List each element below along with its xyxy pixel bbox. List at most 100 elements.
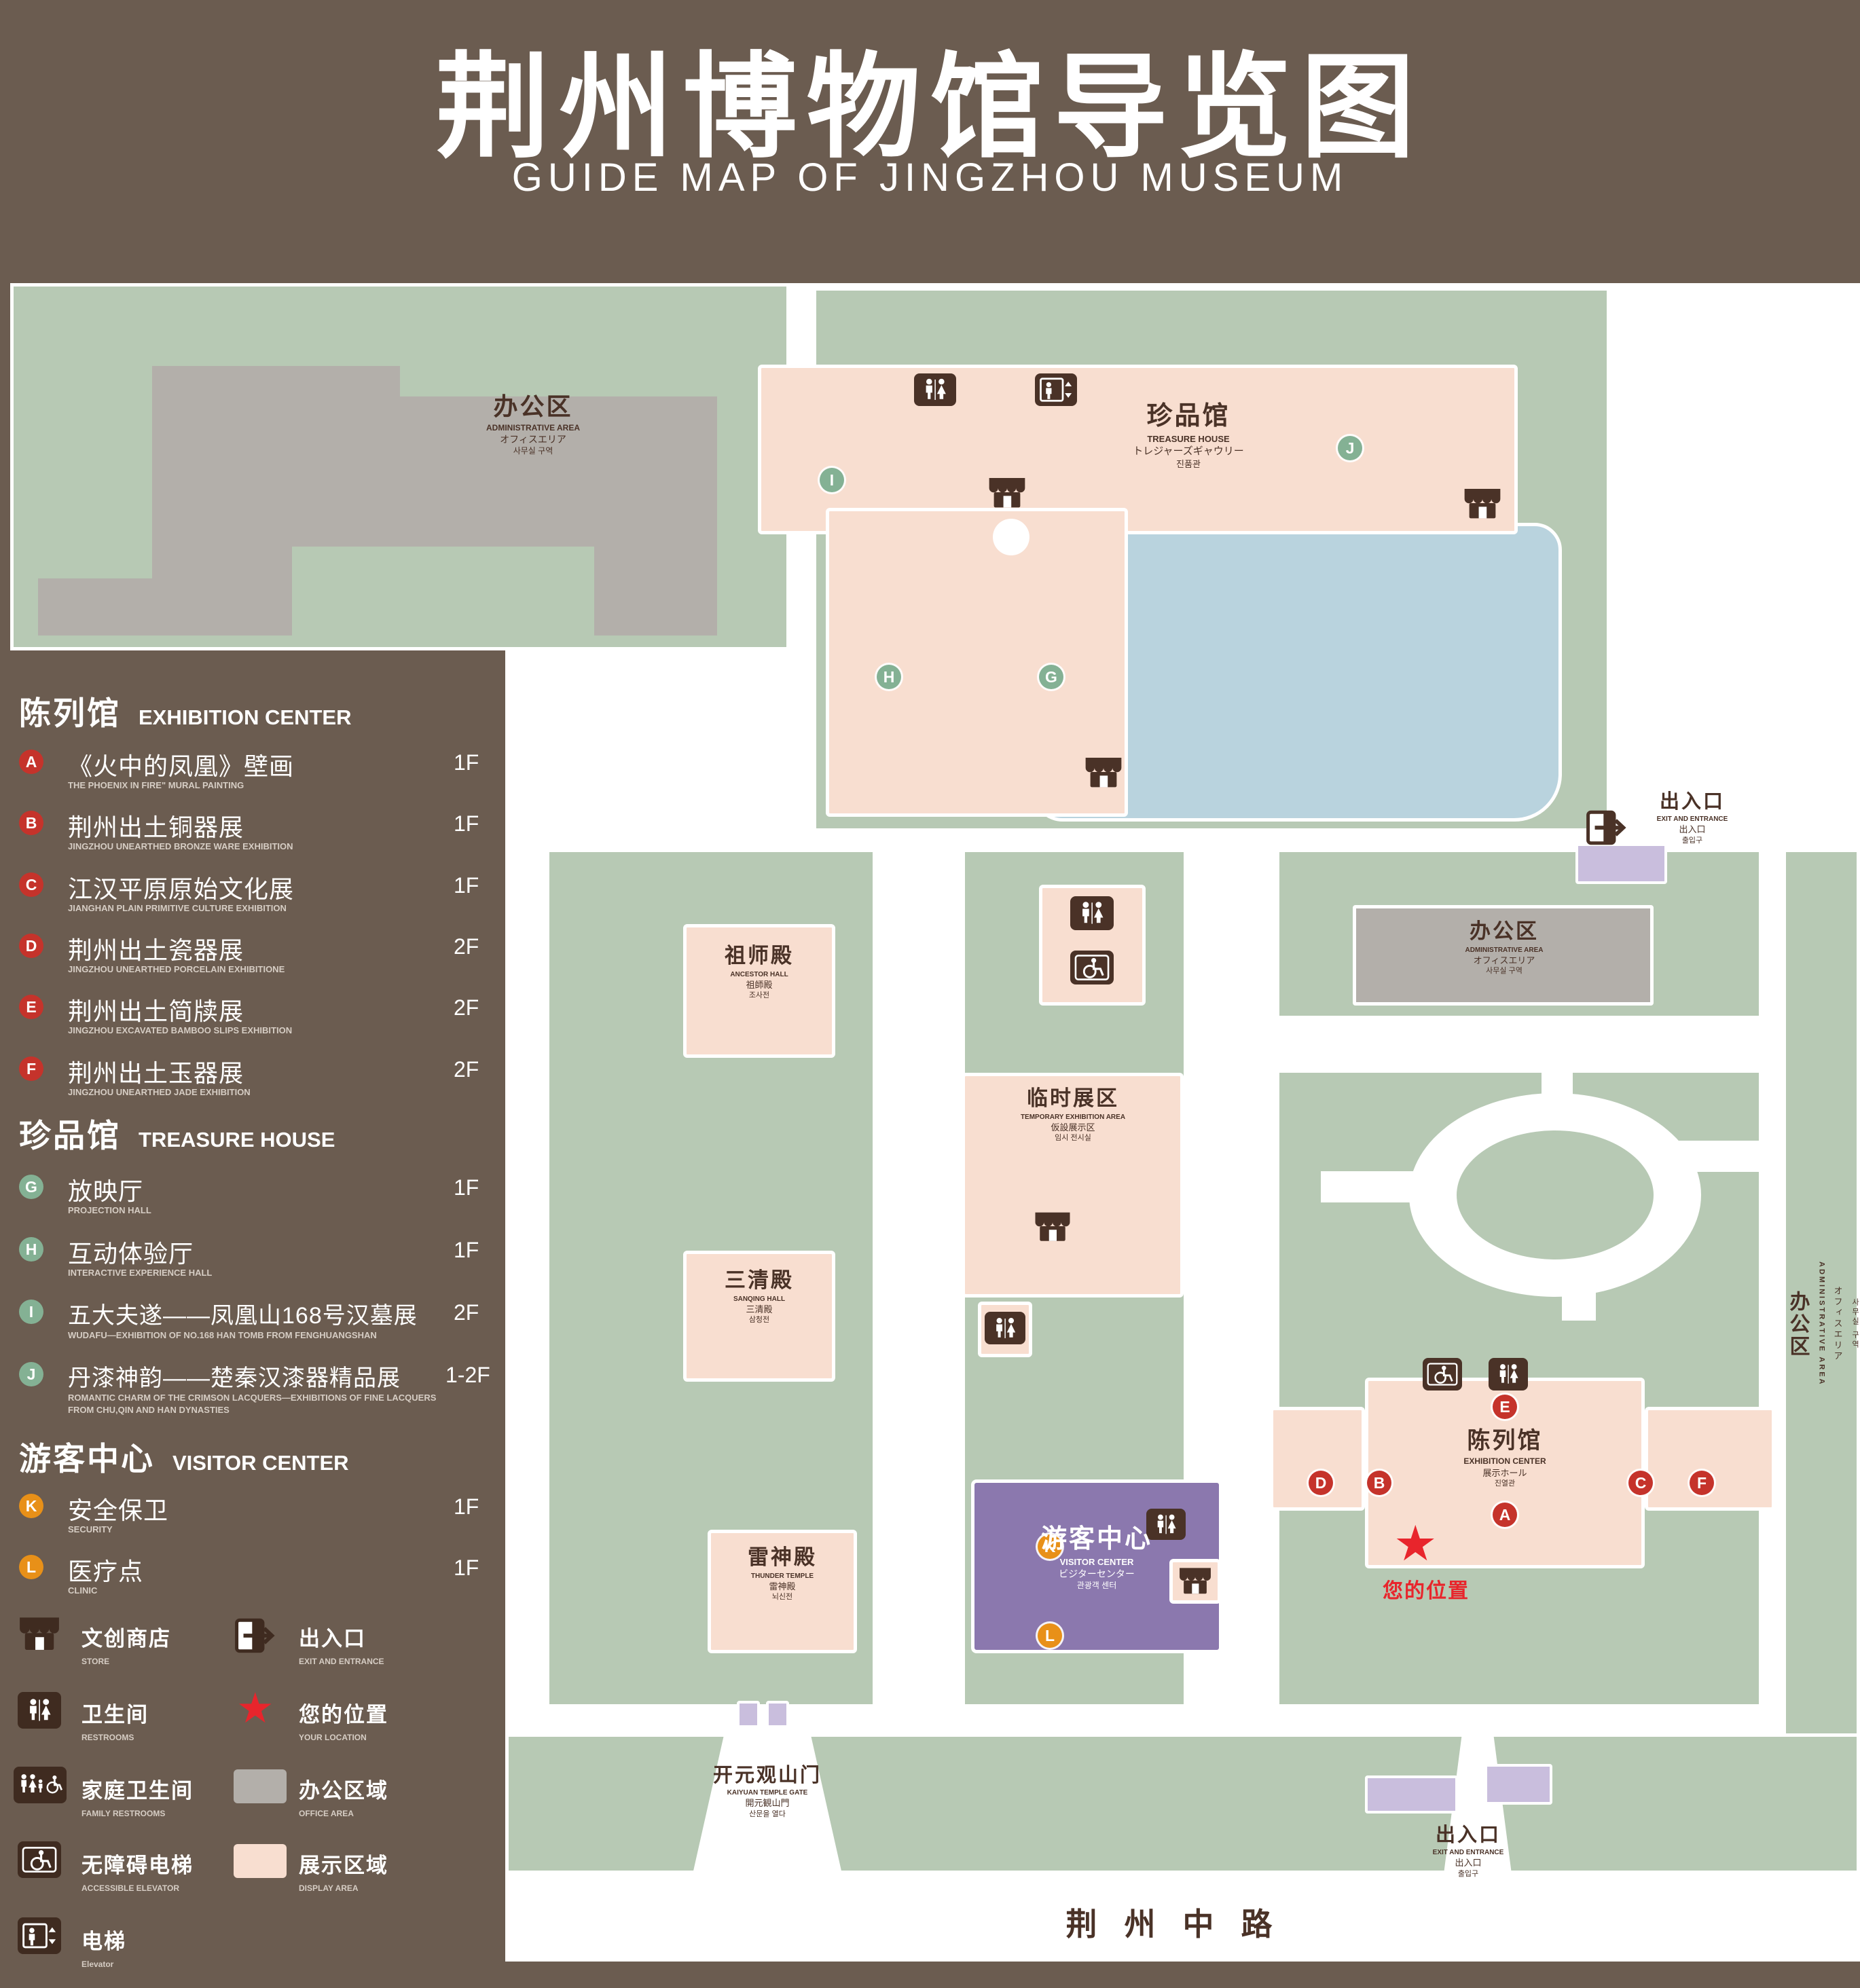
office-area-swatch <box>234 1769 287 1803</box>
accessible-elevator-icon <box>1423 1358 1462 1391</box>
store-icon <box>986 475 1028 515</box>
store-icon <box>1169 1559 1221 1604</box>
building-sanqing-hall <box>683 1251 835 1382</box>
marker-L: L <box>1038 1623 1062 1648</box>
plaza-circle <box>993 519 1029 555</box>
badge-A: A <box>19 750 43 774</box>
park-path-north <box>1542 1073 1573 1113</box>
marker-E: E <box>1493 1395 1517 1419</box>
marker-B: B <box>1367 1471 1391 1495</box>
marker-J: J <box>1338 436 1362 460</box>
park-path-west <box>1321 1171 1423 1202</box>
park-path-south <box>1562 1270 1596 1321</box>
south-exit-block-right <box>1484 1764 1552 1805</box>
restroom-icon <box>1070 896 1114 930</box>
restroom-icon <box>18 1692 61 1729</box>
badge-E: E <box>19 995 43 1019</box>
restroom-icon <box>914 373 956 406</box>
store-icon <box>1082 755 1125 794</box>
badge-B: B <box>19 811 43 835</box>
marker-K: K <box>1038 1534 1062 1559</box>
gate-block-left <box>737 1701 760 1728</box>
building-exhibition-east-wing <box>1645 1407 1775 1511</box>
badge-I: I <box>19 1300 43 1324</box>
building-treasure-house-tower <box>826 508 1128 817</box>
badge-C: C <box>19 872 43 897</box>
accessible-restroom-icon <box>1070 951 1114 984</box>
elevator-icon <box>1035 373 1077 406</box>
exit-icon <box>234 1617 278 1657</box>
location-star-icon: ★ <box>236 1685 274 1732</box>
store-icon <box>16 1615 62 1657</box>
family-restroom-icon <box>14 1767 67 1803</box>
restroom-icon <box>1489 1358 1528 1391</box>
gate-block-right <box>766 1701 789 1728</box>
park-lawn-island <box>1457 1130 1654 1259</box>
building-admin-central <box>1353 905 1654 1006</box>
area-admin-right-strip <box>1783 849 1860 1874</box>
badge-K: K <box>19 1494 43 1518</box>
building-exhibition-west-wing <box>1270 1407 1365 1511</box>
page-subtitle: GUIDE MAP OF JINGZHOU MUSEUM <box>511 155 1349 200</box>
page-title: 荆州博物馆导览图 <box>435 43 1425 171</box>
road-name: 荆州中路 <box>1065 1907 1300 1942</box>
badge-L: L <box>19 1555 43 1579</box>
location-star-icon: ★ <box>1393 1517 1438 1571</box>
park-path-east <box>1677 1141 1762 1172</box>
badge-J: J <box>19 1362 43 1386</box>
badge-G: G <box>19 1175 43 1199</box>
marker-G: G <box>1039 665 1063 689</box>
south-exit-block-left <box>1365 1775 1458 1814</box>
marker-I: I <box>820 468 844 492</box>
building-thunder-temple <box>708 1530 857 1653</box>
road-east-horizontal <box>1276 1016 1762 1073</box>
badge-F: F <box>19 1056 43 1081</box>
entrance-block-north <box>1575 843 1667 884</box>
building-ancestor-hall <box>683 924 835 1058</box>
elevator-icon <box>18 1917 61 1954</box>
badge-H: H <box>19 1237 43 1262</box>
display-area-swatch <box>234 1844 287 1878</box>
marker-H: H <box>877 665 901 689</box>
marker-D: D <box>1309 1471 1333 1495</box>
building-treasure-house-north <box>758 365 1518 534</box>
exit-icon <box>1585 809 1630 849</box>
building-temporary-exhibition <box>962 1073 1184 1297</box>
marker-A: A <box>1493 1503 1517 1527</box>
label-admin-right-strip: 办公区 ADMINISTRATIVE AREA オフィスエリア 사무실 구역 <box>1786 1262 1859 1386</box>
restroom-icon <box>1146 1509 1186 1540</box>
store-icon <box>1461 486 1503 526</box>
marker-F: F <box>1690 1471 1714 1495</box>
